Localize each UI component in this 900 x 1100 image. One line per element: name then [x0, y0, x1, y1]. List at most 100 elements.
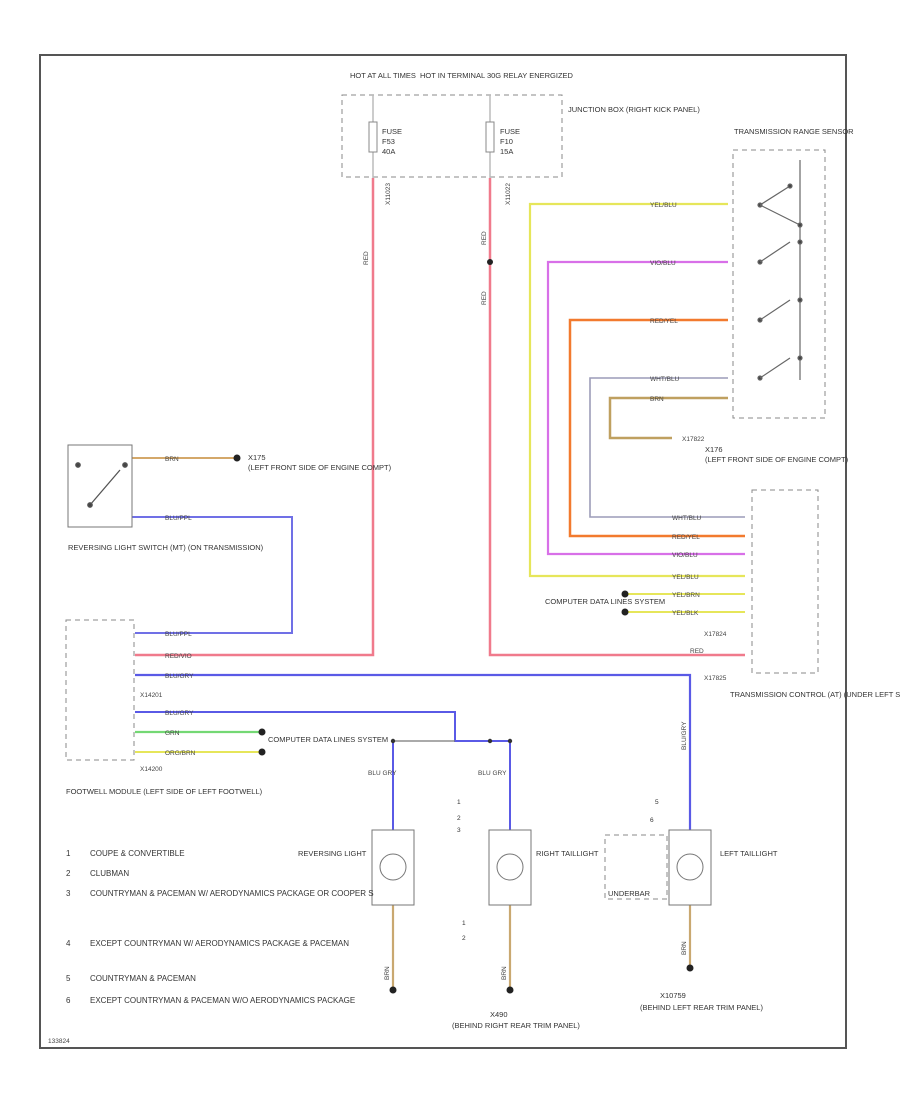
wire-brown-ground: [608, 396, 728, 440]
hot-in-terminal-label: HOT IN TERMINAL 30G RELAY ENERGIZED: [420, 71, 574, 80]
wire-label-yel-blu-2: YEL/BLU: [672, 574, 699, 581]
footwell-conn-1: X14201: [140, 692, 163, 699]
junction-connector-1: X11023: [385, 183, 392, 205]
left-bulb-icon: [676, 853, 704, 881]
legend-text-2: CLUBMAN: [90, 869, 129, 878]
underbar-label: UNDERBAR: [608, 889, 651, 898]
wire-label-red-yel-2: RED/YEL: [672, 534, 700, 541]
footwell-conn-2: X14200: [140, 766, 163, 773]
fuse-1-number: F53: [382, 137, 395, 146]
left-taillight-label: LEFT TAILLIGHT: [720, 849, 778, 858]
fw-data-terminal-2: [258, 748, 266, 756]
ground-g176-name: (LEFT FRONT SIDE OF ENGINE COMPT): [705, 455, 849, 464]
wire-label-bu-pu: BLU/PPL: [165, 515, 192, 522]
wire-label-yel-brn: YEL/BRN: [672, 592, 700, 599]
wire-label-red-1: RED: [363, 251, 370, 265]
wire-label-yel-blu: YEL/BLU: [650, 202, 677, 209]
wire-label-bu-gry: BLU/GRY: [165, 673, 194, 680]
wire-label-org-brn: ORG/BRN: [165, 750, 196, 757]
fuse-2-number: F10: [500, 137, 513, 146]
svg-text:5: 5: [655, 799, 659, 806]
ground-g400-code: X490: [490, 1010, 508, 1019]
wire-label-wht-blu: WHT/BLU: [650, 376, 680, 383]
left-ground-dot: [686, 964, 694, 972]
wire-label-brn: BRN: [650, 396, 664, 403]
legend-num-2: 2: [66, 869, 71, 878]
option-markers: 123 12 56: [457, 799, 659, 942]
fuse-1-icon: [368, 121, 378, 153]
junction-connector-2: X11022: [505, 183, 512, 205]
wire-label-wht-blu-2: WHT/BLU: [672, 515, 702, 522]
ground-g401-name: (BEHIND LEFT REAR TRIM PANEL): [640, 1003, 763, 1012]
splice-dot: [487, 259, 493, 265]
legend-num-3: 3: [66, 889, 71, 898]
trans-control-conn-1: X17824: [704, 631, 727, 638]
right-ground-dot: [506, 986, 514, 994]
diagram-frame: [39, 54, 847, 1049]
legend-num-6: 6: [66, 996, 71, 1005]
underbar-outline: [604, 834, 668, 900]
legend: 1 COUPE & CONVERTIBLE 2 CLUBMAN 3 COUNTR…: [66, 849, 374, 1005]
splice-right: [507, 738, 513, 744]
wire-label-yel-blk: YEL/BLK: [672, 610, 699, 617]
ground-g401-code: X10759: [660, 991, 686, 1000]
wire-label-red-3: RED: [481, 291, 488, 305]
ground-g175-code: X175: [248, 453, 266, 462]
wire-label-brn-switch: BRN: [165, 456, 179, 463]
trans-control-conn-2: X17825: [704, 675, 727, 682]
range-sensor-switches: [757, 160, 803, 381]
wire-label-brn-right: BRN: [501, 966, 508, 980]
svg-text:3: 3: [457, 827, 461, 834]
right-taillight-label: RIGHT TAILLIGHT: [536, 849, 599, 858]
wire-label-brn-left: BRN: [681, 941, 688, 955]
wire-red-fuse2: [488, 178, 745, 657]
wire-label-grn: GRN: [165, 730, 180, 737]
junction-box-label: JUNCTION BOX (RIGHT KICK PANEL): [568, 105, 700, 114]
range-sensor-label: TRANSMISSION RANGE SENSOR: [734, 127, 854, 136]
legend-num-4: 4: [66, 939, 71, 948]
junction-box-outline: [341, 94, 563, 178]
computer-data-lines-1: COMPUTER DATA LINES SYSTEM: [545, 597, 665, 606]
wire-label-red-2: RED: [481, 231, 488, 245]
trans-control-label: TRANSMISSION CONTROL (AT) (UNDER LEFT SI…: [730, 690, 900, 699]
legend-text-6: EXCEPT COUNTRYMAN & PACEMAN W/O AERODYNA…: [90, 996, 355, 1005]
svg-text:1: 1: [462, 920, 466, 927]
fuse-2-label: FUSE: [500, 127, 520, 136]
wire-label-red-vio: RED/VIO: [165, 653, 192, 660]
ground-conn-label: X17822: [682, 436, 705, 443]
legend-text-1: COUPE & CONVERTIBLE: [90, 849, 185, 858]
data-terminal-1: [621, 590, 629, 598]
wire-label-blu-gry-rev: BLU GRY: [368, 770, 397, 777]
ground-g400-name: (BEHIND RIGHT REAR TRIM PANEL): [452, 1021, 580, 1030]
wire-label-vio-blu-2: VIO/BLU: [672, 552, 698, 559]
wire-label-bu-pu-2: BLU/PPL: [165, 631, 192, 638]
wire-red-fuse1: [135, 178, 375, 657]
wire-label-vio-blu: VIO/BLU: [650, 260, 676, 267]
splice-rev: [390, 738, 396, 744]
wire-label-bu-gry-2: BLU/GRY: [165, 710, 194, 717]
ground-g175-name: (LEFT FRONT SIDE OF ENGINE COMPT): [248, 463, 392, 472]
wire-label-bu-gry-3: BLU/GRY: [681, 721, 688, 750]
wire-label-brn-rev: BRN: [384, 966, 391, 980]
range-sensor-outline: [732, 149, 826, 419]
wire-label-blu-gry-right: BLU GRY: [478, 770, 507, 777]
data-terminal-2: [621, 608, 629, 616]
reversing-switch-box: [67, 444, 133, 528]
wire-violet: [546, 260, 745, 556]
wire-blue-reverse: [135, 711, 510, 742]
svg-text:1: 1: [457, 799, 461, 806]
trans-control-outline: [751, 489, 819, 674]
wire-white-blue: [589, 377, 745, 518]
reversing-switch-icon: [75, 462, 128, 508]
footer-code: 133824: [48, 1038, 70, 1045]
fw-data-terminal-1: [258, 728, 266, 736]
reversing-bulb-icon: [379, 853, 407, 881]
splice-mid: [487, 738, 493, 744]
hot-at-all-times-label: HOT AT ALL TIMES: [350, 71, 416, 80]
switch-ground-terminal: [233, 454, 241, 462]
right-bulb-icon: [496, 853, 524, 881]
fuse-1-rating: 40A: [382, 147, 395, 156]
ground-g176-code: X176: [705, 445, 723, 454]
wire-blue-long: [135, 673, 692, 830]
wire-label-red-yel: RED/YEL: [650, 318, 678, 325]
